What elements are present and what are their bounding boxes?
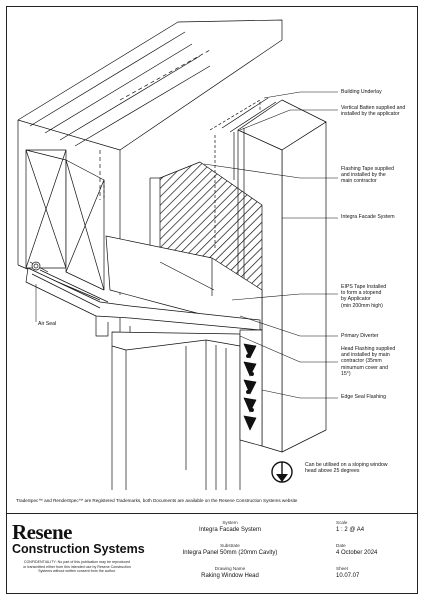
callout-vertical-batten: Vertical Batten supplied and installed b… [341,105,406,118]
confidentiality-notice: CONFIDENTIALITY: No part of this publica… [23,560,131,573]
title-block [6,513,418,595]
window-frame [111,331,241,490]
date-label: Date [336,543,346,548]
callout-eips-tape: EIPS Tape Installed to form a stopend by… [341,284,387,309]
callout-air-seal: Air Seal [38,321,57,327]
trademark-footnote: TradeSpec™ and RenderSpec™ are Registere… [16,498,298,503]
sheet-label: Sheet [336,566,349,571]
substrate-label: Substrate [220,543,240,548]
drawing-name-label: Drawing Name [214,566,246,571]
resene-logo-subtitle: Construction Systems [12,542,145,556]
callout-head-flashing: Head Flashing supplied and installed by … [341,346,396,377]
callout-building-underlay: Building Underlay [341,89,382,95]
drawing-sheet-border [6,6,418,594]
resene-logo-wordmark: Resene [12,520,72,544]
callout-flashing-tape: Flashing Tape supplied and installed by … [341,166,394,185]
callout-sloping-note: Can be utilised on a sloping window head… [305,462,388,475]
leader-lines [35,91,338,399]
drawing-name-value: Raking Window Head [201,573,259,579]
scale-value: 1 : 2 @ A4 [336,527,365,533]
sloping-window-symbol [271,461,293,483]
callout-primary-diverter: Primary Diverter [341,333,379,339]
callout-edge-seal-flashing: Edge Seal Flashing [341,394,386,400]
callout-integra-facade-system: Integra Facade System [341,214,395,220]
substrate-value: Integra Panel 50mm (20mm Cavity) [182,550,278,556]
raking-window-head-detail-drawing [17,19,338,490]
edge-seal-flashing [239,329,263,447]
timber-framing [25,49,211,291]
date-value: 4 October 2024 [336,550,378,556]
scale-label: Scale [336,520,348,525]
system-label: System [222,520,238,525]
sheet-value: 10.07.07 [336,573,360,579]
system-value: Integra Facade System [198,527,262,533]
